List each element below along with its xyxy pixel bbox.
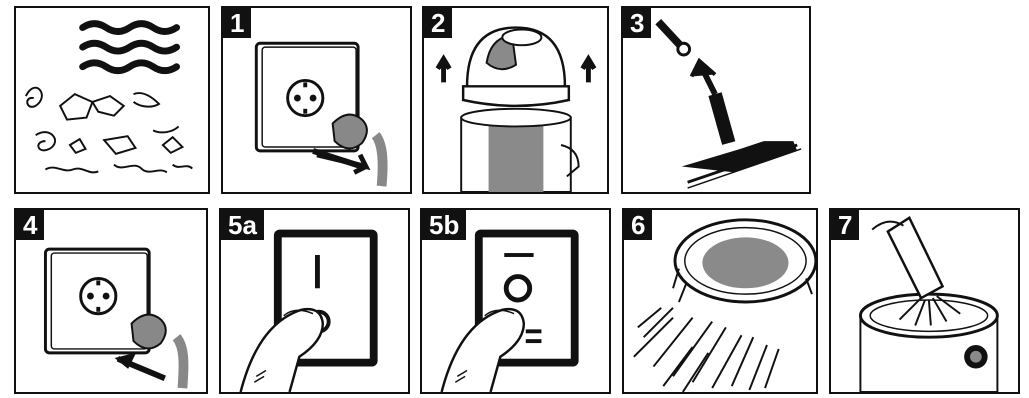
plug-in-power-plug-icon — [16, 210, 206, 392]
step-1-label: 1 — [223, 8, 251, 38]
empty-container-icon — [624, 210, 816, 392]
step-4-panel: 4 — [14, 208, 208, 394]
step-7-panel: 7 — [829, 208, 1020, 394]
step-1-panel: 1 — [221, 6, 412, 194]
step-6-label: 6 — [624, 210, 652, 240]
step-6-panel: 6 — [622, 208, 818, 394]
intro-panel — [14, 6, 210, 194]
step-5b-label: 5b — [422, 210, 466, 240]
step-7-label: 7 — [831, 210, 859, 240]
step-5a-panel: 5a — [219, 208, 410, 394]
step-3-label: 3 — [623, 8, 651, 38]
step-5a-label: 5a — [221, 210, 264, 240]
step-2-panel: 2 — [422, 6, 609, 194]
step-3-panel: 3 — [621, 6, 811, 194]
step-4-label: 4 — [16, 210, 44, 240]
step-5b-panel: 5b — [420, 208, 611, 394]
step-2-label: 2 — [424, 8, 452, 38]
wet-dry-debris-icon — [16, 8, 208, 192]
